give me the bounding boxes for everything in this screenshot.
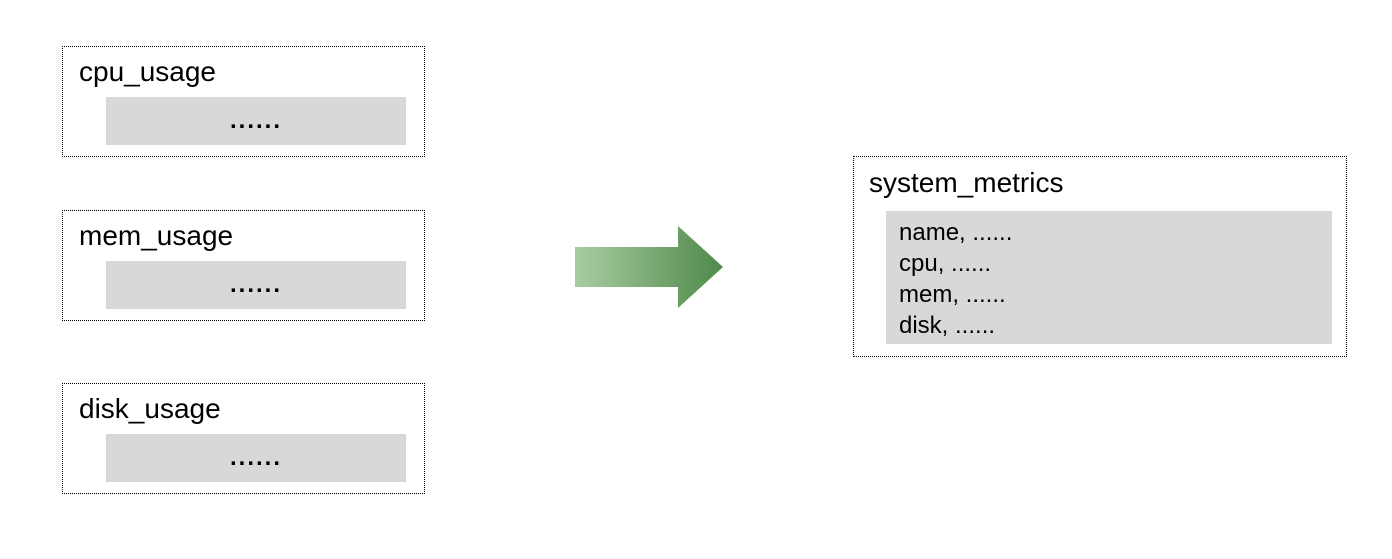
table-box-cpu-usage: cpu_usage ......: [62, 46, 425, 157]
ellipsis-text: ......: [229, 107, 282, 134]
table-row: mem, ......: [899, 281, 1006, 308]
table-title-mem-usage: mem_usage: [79, 220, 234, 251]
right-arrow-icon: [575, 226, 723, 308]
table-title-disk-usage: disk_usage: [79, 393, 221, 424]
table-box-mem-usage: mem_usage ......: [62, 210, 425, 321]
table-rows-panel: name, ...... cpu, ...... mem, ...... dis…: [886, 211, 1332, 344]
table-title-system-metrics: system_metrics: [869, 167, 1064, 198]
table-rows-placeholder: ......: [106, 261, 406, 309]
table-box-disk-usage: disk_usage ......: [62, 383, 425, 494]
table-row: name, ......: [899, 219, 1013, 246]
ellipsis-text: ......: [229, 271, 282, 298]
table-title-cpu-usage: cpu_usage: [79, 56, 217, 87]
table-row: disk, ......: [899, 312, 996, 339]
ellipsis-text: ......: [229, 444, 282, 471]
table-rows-placeholder: ......: [106, 97, 406, 145]
table-box-system-metrics: system_metrics name, ...... cpu, ...... …: [853, 156, 1347, 357]
table-rows-placeholder: ......: [106, 434, 406, 482]
table-row: cpu, ......: [899, 250, 992, 277]
